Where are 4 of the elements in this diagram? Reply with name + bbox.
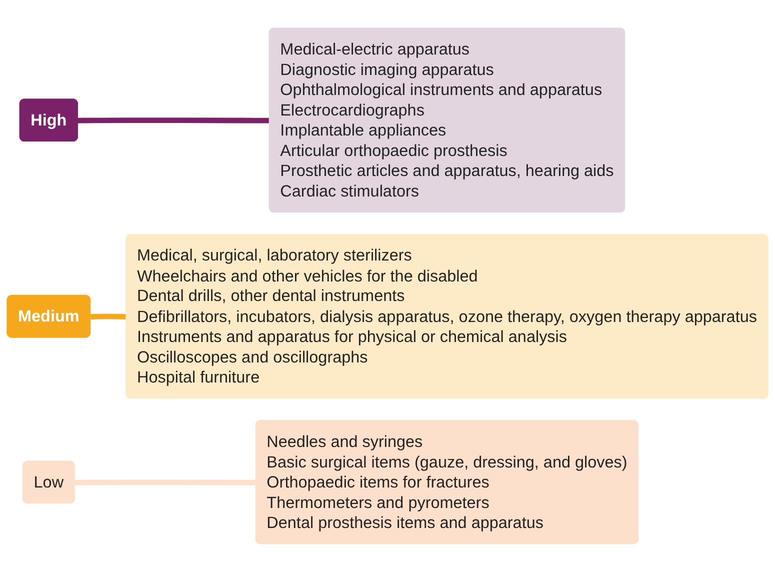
connector [78,117,270,123]
connector [74,479,256,485]
diagram: High Medical-electric apparatus Diagnostic imaging apparatus Ophthalmological instruments and apparatus Electrocardiographs Implantable appliances Articular orthopaedic prosthesis Prosthetic articles and apparatus, hearing aids Cardiac stimulators Medium Medical, surgical, laboratory sterilizers Wheelchairs and other vehicles for the disabled Dental drills, other dental instruments Defibrillators, incubators, dialysis apparatus, ozone therapy, oxygen therapy apparatus Instruments and apparatus for physical or chemical analysis Oscilloscopes and oscillographs Hospital furniture Low Needles and syringes Basic surgical items (gauze, dressing, and gloves) Orthopaedic items for fractures Thermometers and pyrometers Dental prosthesis items and apparatus [0,20,775,550]
connector [90,313,127,320]
